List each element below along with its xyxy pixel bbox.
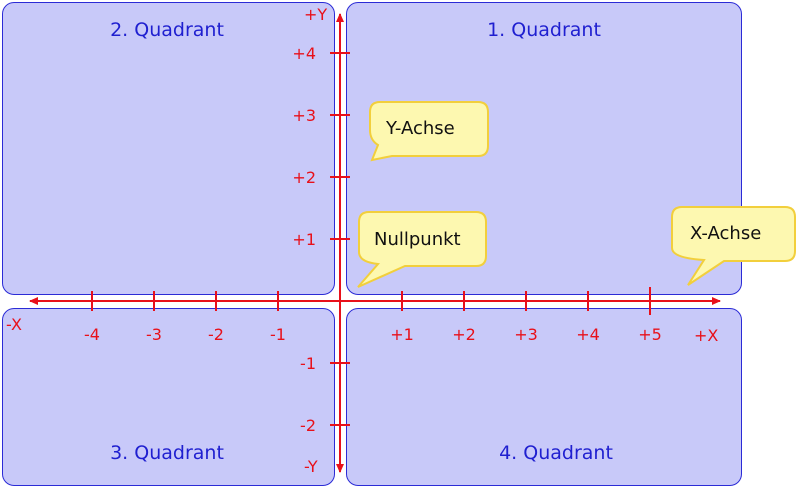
x-axis-ticks: -4 -3 -2 -1 +1 +2 +3 +4 +5 <box>84 287 662 344</box>
x-tick-label: -2 <box>208 325 224 344</box>
x-axis-callout-bubble <box>671 206 796 286</box>
x-tick-label: -3 <box>146 325 162 344</box>
y-axis-ticks: +4 +3 +2 +1 -1 -2 <box>292 44 350 435</box>
quadrant-4-label: 4. Quadrant <box>499 442 613 464</box>
x-axis-callout: X-Achse <box>671 206 796 286</box>
x-tick-label: +4 <box>576 325 600 344</box>
y-tick-label: +2 <box>292 168 316 187</box>
x-tick-label: +2 <box>452 325 476 344</box>
y-axis-callout-text: Y-Achse <box>385 118 455 139</box>
x-axis-positive-label: +X <box>694 326 718 345</box>
x-axis-negative-label: -X <box>6 315 22 334</box>
y-tick-label: +1 <box>292 230 316 249</box>
y-tick-label: +3 <box>292 106 316 125</box>
origin-callout-text: Nullpunkt <box>374 229 461 250</box>
quadrant-2-label: 2. Quadrant <box>110 19 224 41</box>
y-tick-label: -2 <box>300 416 316 435</box>
quadrant-2-panel <box>2 2 335 295</box>
quadrant-1-label: 1. Quadrant <box>487 19 601 41</box>
x-tick-label: -4 <box>84 325 100 344</box>
x-tick-label: -1 <box>270 325 286 344</box>
x-axis-callout-text: X-Achse <box>690 223 761 244</box>
quadrant-3-panel <box>2 308 335 486</box>
y-tick-label: +4 <box>292 44 316 63</box>
quadrant-4-panel <box>346 308 742 486</box>
y-axis-callout: Y-Achse <box>369 101 489 162</box>
x-tick-label: +5 <box>638 325 662 344</box>
origin-callout: Nullpunkt <box>357 211 487 288</box>
y-tick-label: -1 <box>300 354 316 373</box>
x-tick-label: +3 <box>514 325 538 344</box>
y-axis-negative-label: -Y <box>304 457 318 476</box>
y-axis-callout-bubble <box>369 101 489 162</box>
y-axis-positive-label: +Y <box>304 5 327 24</box>
x-tick-label: +1 <box>390 325 414 344</box>
origin-callout-bubble <box>357 211 487 288</box>
quadrant-3-label: 3. Quadrant <box>110 442 224 464</box>
